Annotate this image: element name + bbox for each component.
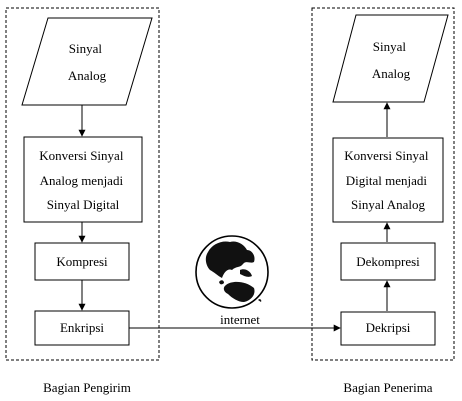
receiver-output-line-2: Analog bbox=[372, 66, 411, 81]
receiver-convert-line-1: Konversi Sinyal bbox=[344, 148, 429, 163]
receiver-output-shape bbox=[332, 14, 449, 103]
sender-input-line-2: Analog bbox=[68, 68, 107, 83]
sender-convert-line-2: Analog menjadi bbox=[40, 173, 124, 188]
decompress-box bbox=[340, 242, 436, 281]
sender-caption: Bagian Pengirim bbox=[43, 380, 131, 395]
sender-convert-line-1: Konversi Sinyal bbox=[39, 148, 124, 163]
receiver-convert-line-2: Digital menjadi bbox=[346, 173, 428, 188]
decrypt-label: Dekripsi bbox=[366, 320, 411, 335]
receiver-output-line-1: Sinyal bbox=[373, 39, 407, 54]
svg-text:Konversi Sinyal Analog men: Konversi Sinyal Analog menjadi Sinyal Di… bbox=[39, 148, 126, 212]
receiver-panel bbox=[311, 7, 455, 361]
compress-label: Kompresi bbox=[56, 254, 108, 269]
receiver-convert-box bbox=[332, 137, 444, 223]
svg-text:Konversi Sinyal Digital me: Konversi Sinyal Digital menjadi Sinyal A… bbox=[344, 148, 431, 212]
receiver-convert-line-3: Sinyal Analog bbox=[351, 197, 426, 212]
sender-convert-line-3: Sinyal Digital bbox=[47, 197, 120, 212]
sender-convert-box bbox=[23, 136, 143, 223]
internet-label: internet bbox=[220, 312, 260, 327]
decompress-label: Dekompresi bbox=[356, 254, 420, 269]
sender-input-line-1: Sinyal bbox=[69, 41, 103, 56]
compress-box bbox=[34, 242, 130, 281]
encrypt-box bbox=[34, 310, 130, 346]
sender-panel bbox=[5, 7, 160, 361]
svg-text:Sinyal Analog: Sinyal Analog bbox=[68, 41, 107, 83]
globe-icon bbox=[195, 235, 269, 309]
svg-text:Sinyal Analog: Sinyal Analog bbox=[372, 39, 411, 81]
sender-input-shape bbox=[21, 17, 153, 106]
encrypt-label: Enkripsi bbox=[60, 320, 104, 335]
receiver-caption: Bagian Penerima bbox=[343, 380, 432, 395]
decrypt-box bbox=[340, 311, 436, 346]
